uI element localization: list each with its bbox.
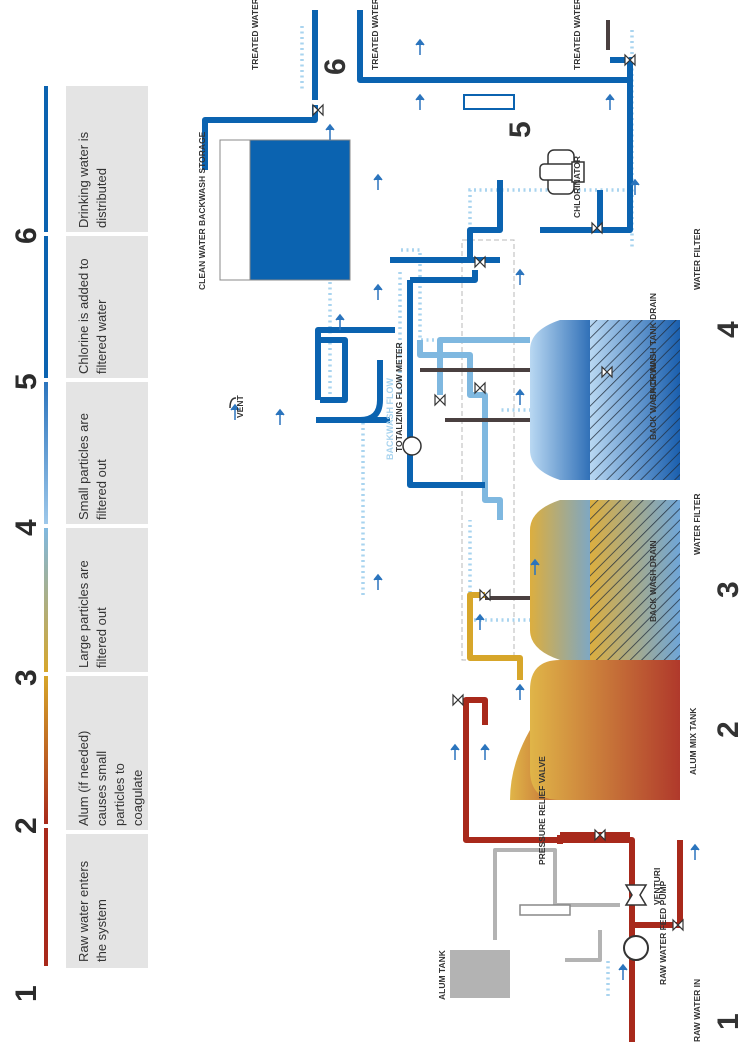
svg-text:Large particles are: Large particles are [76, 560, 91, 668]
svg-text:Small particles are: Small particles are [76, 413, 91, 520]
alum-feed-line [493, 848, 620, 962]
svg-text:filtered out: filtered out [94, 459, 109, 520]
legend-text-1: Raw water enters the system [76, 860, 109, 962]
legend-bar-5 [44, 236, 48, 378]
legend-bar-3 [44, 528, 48, 672]
legend-text-6: Drinking water is distributed [76, 131, 109, 228]
label-venturi: VENTURI [652, 868, 662, 905]
valves [312, 53, 684, 932]
legend-num-5: 5 [10, 373, 43, 390]
legend-bar-6 [44, 86, 48, 232]
legend-text-5: Chlorine is added to filtered water [76, 258, 109, 374]
label-raw-water-feed-pump: RAW WATER FEED PUMP [658, 880, 668, 985]
clean-water-tank-top [219, 139, 251, 281]
step-number-2: 2 [712, 721, 745, 738]
legend-num-1: 1 [10, 985, 43, 1002]
label-chlorinator: CHLORINATOR [572, 156, 582, 218]
alum-flow-meter [519, 904, 571, 916]
legend-box-3 [66, 528, 148, 672]
chlorinator-symbol [539, 149, 585, 195]
label-pressure-relief-valve: PRESSURE RELIEF VALVE [537, 756, 547, 865]
label-alum-tank: ALUM TANK [437, 949, 447, 1000]
legend-num-3: 3 [10, 669, 43, 686]
filtered-water-pipe-light [417, 337, 530, 520]
label-clean-water-backwash-storage: CLEAN WATER BACKWASH STORAGE [197, 131, 207, 290]
vent-outlet [229, 397, 237, 409]
alum-mix-tank [510, 660, 680, 800]
legend-num-2: 2 [10, 817, 43, 834]
svg-text:filtered water: filtered water [94, 299, 109, 374]
label-treated-water-distribution-2: TREATED WATER DISTRIBUTION [370, 0, 380, 70]
svg-text:distributed: distributed [94, 168, 109, 228]
flow-arrows [230, 38, 700, 980]
alum-tank [450, 950, 510, 998]
svg-text:Alum (if needed): Alum (if needed) [76, 731, 91, 826]
legend-box-5 [66, 236, 148, 378]
label-back-wash-tank-drain: BACK WASH TANK DRAIN [648, 293, 658, 400]
venturi-symbol [624, 884, 648, 906]
svg-text:Chlorine is added to: Chlorine is added to [76, 258, 91, 374]
legend-bar-2 [44, 676, 48, 824]
label-back-wash-drain-2: BACK WASH DRAIN [648, 358, 658, 440]
legend-text-4: Small particles are filtered out [76, 413, 109, 520]
svg-text:Raw water enters: Raw water enters [76, 860, 91, 962]
legend-box-1 [66, 834, 148, 968]
process-diagram: RAW WATER IN ALUM TANK RAW WATER FEED PU… [197, 0, 745, 1042]
water-filter-2 [530, 320, 680, 480]
label-alum-mix-tank: ALUM MIX TANK [688, 707, 698, 775]
legend-box-4 [66, 382, 148, 524]
step-number-6: 6 [319, 58, 352, 75]
step-number-4: 4 [712, 321, 745, 338]
legend-box-2 [66, 676, 148, 830]
svg-text:coagulate: coagulate [130, 770, 145, 826]
label-back-wash-drain-1: BACK WASH DRAIN [648, 540, 658, 622]
label-water-filter-1: WATER FILTER [692, 493, 702, 555]
raw-water-feed-pump [623, 935, 649, 961]
label-water-filter-2: WATER FILTER [692, 228, 702, 290]
legend-text-2: Alum (if needed) causes small particles … [76, 731, 145, 826]
legend-bar-1 [44, 828, 48, 966]
svg-text:causes small: causes small [94, 751, 109, 826]
legend-box-6 [66, 86, 148, 232]
svg-text:the system: the system [94, 899, 109, 962]
label-treated-water-distribution-1: TREATED WATER DISTRIBUTION [250, 0, 260, 70]
vent-pipe [316, 360, 383, 423]
totalizing-flow-meter-symbol [402, 436, 422, 456]
legend-num-6: 6 [10, 227, 43, 244]
svg-text:particles to: particles to [112, 763, 127, 826]
label-raw-water-in: RAW WATER IN [692, 979, 702, 1042]
flow-meter-5 [463, 94, 515, 110]
svg-text:filtered out: filtered out [94, 607, 109, 668]
step-number-3: 3 [712, 581, 745, 598]
label-vent: VENT [235, 395, 245, 418]
label-treated-water-sampling: TREATED WATER SAMPLING [572, 0, 582, 70]
legend-text-3: Large particles are filtered out [76, 560, 109, 668]
svg-text:Drinking water is: Drinking water is [76, 131, 91, 228]
legend-num-4: 4 [10, 519, 43, 536]
legend-bar-4 [44, 382, 48, 524]
legend: 1 2 3 4 5 6 Raw water enters the system … [10, 86, 148, 1002]
step-number-5: 5 [504, 121, 537, 138]
water-filter-1 [530, 500, 680, 660]
coagulated-water-pipe [467, 592, 523, 680]
label-totalizing-flow-meter: TOTALIZING FLOW METER [394, 342, 404, 452]
label-backwash-flow: BACKWASH FLOW [385, 378, 395, 460]
step-number-1: 1 [712, 1013, 745, 1030]
